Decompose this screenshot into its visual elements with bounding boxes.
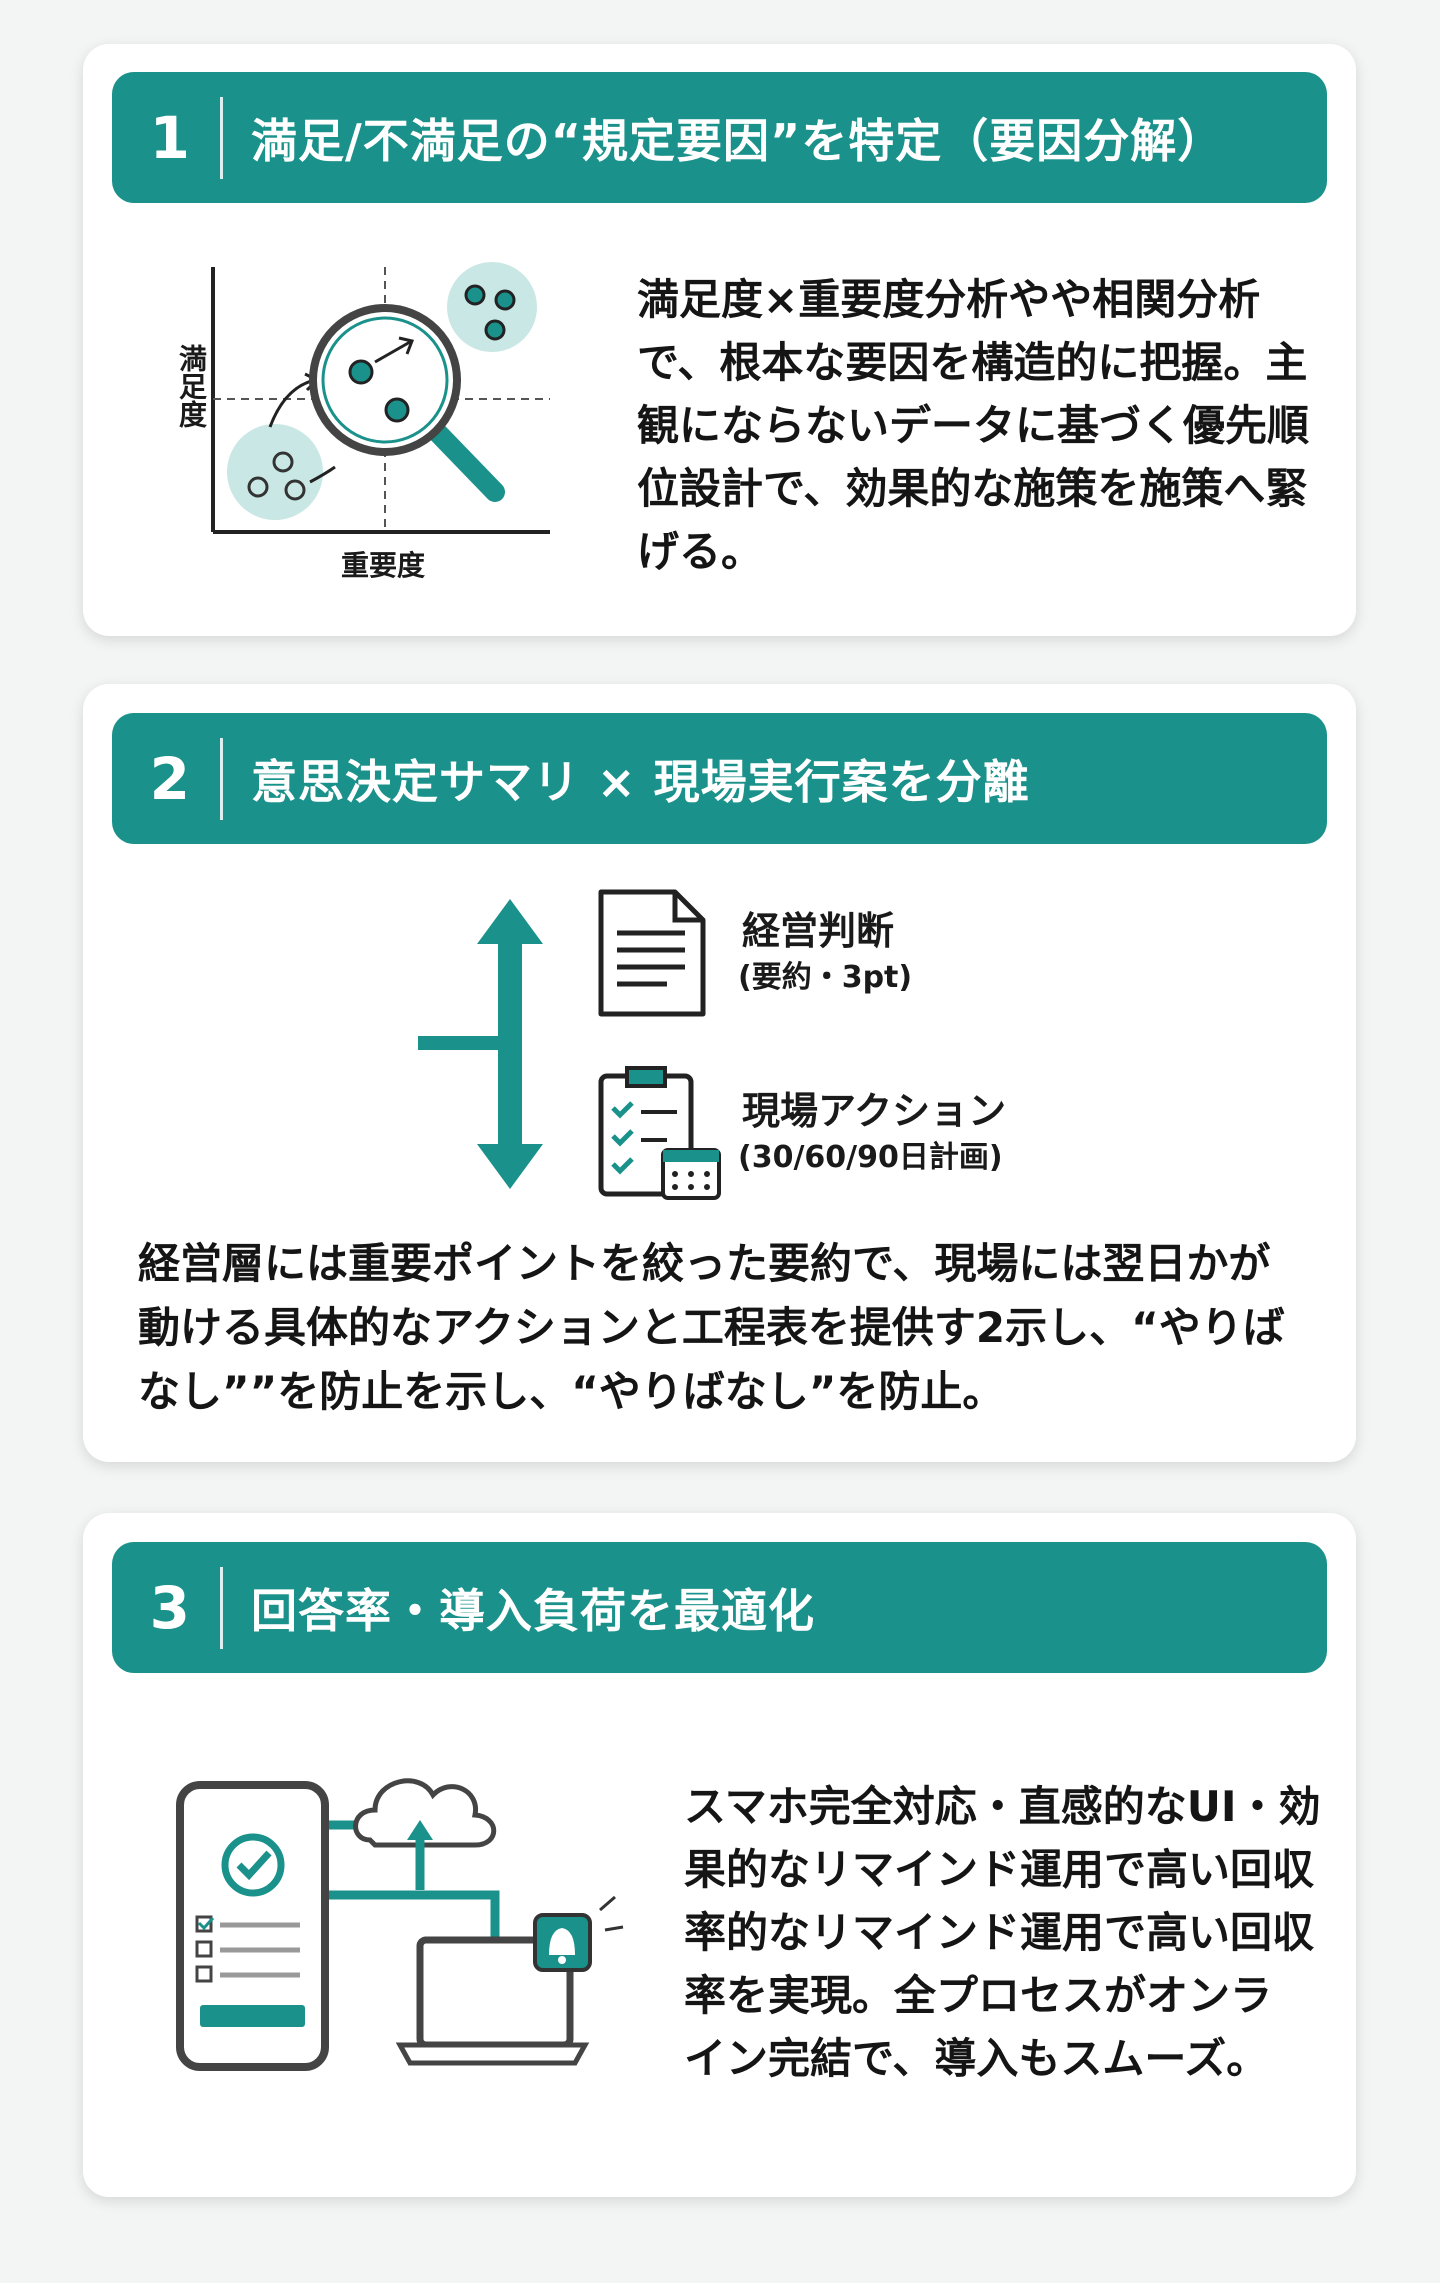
- section-body-3: スマホ完全対応・直感的なUI・効 果的なリマインド運用で高い回収 率的なリマイン…: [684, 1775, 1344, 2090]
- document-icon: [598, 889, 706, 1017]
- section-title: 満足/不満足の“規定要因”を特定（要因分解）: [251, 113, 1225, 168]
- section-number: 3: [149, 1573, 190, 1642]
- section-header-3: 3 回答率・導入負荷を最適化: [112, 1542, 1327, 1673]
- header-divider: [220, 96, 223, 179]
- item-label-field: 現場アクション: [742, 1089, 1007, 1133]
- item-label-executive: 経営判断: [742, 909, 895, 953]
- body-line: 動ける具体的なアクションと工程表を提供す2示し、“やりば: [138, 1303, 1285, 1352]
- section-card-3: 3 回答率・導入負荷を最適化 スマホ完全対応・直感的なUI・効 果的なリマインド…: [83, 1513, 1356, 2197]
- body-line: なし””を防止を示し、“やりばなし”を防止。: [138, 1367, 1005, 1416]
- checklist-calendar-icon: [598, 1066, 721, 1200]
- body-line: 率的なリマインド運用で高い回収: [684, 1908, 1315, 1957]
- section-card-2: 2 意思決定サマリ × 現場実行案を分離 経営判断 (要約・3pt) 現場アクシ…: [83, 684, 1356, 1462]
- body-line: 満足度×重要度分析やや相関分析: [637, 275, 1261, 324]
- item-sub-field: (30/60/90日計画): [738, 1140, 1003, 1175]
- header-divider: [220, 1566, 223, 1649]
- body-line: げる。: [637, 527, 764, 576]
- section-number: 1: [149, 103, 190, 172]
- section-title: 意思決定サマリ × 現場実行案を分離: [251, 754, 1030, 809]
- smartphone-cloud-laptop-icon: [176, 1778, 624, 2071]
- body-line: 経営層には重要ポイントを絞った要約で、現場には翌日かが: [138, 1239, 1271, 1288]
- body-line: 果的なリマインド運用で高い回収: [684, 1845, 1315, 1894]
- section-header-1: 1 満足/不満足の“規定要因”を特定（要因分解）: [112, 72, 1327, 203]
- item-sub-executive: (要約・3pt): [738, 960, 913, 995]
- section-number: 2: [149, 744, 190, 813]
- body-line: 率を実現。全プロセスがオンラ: [684, 1971, 1273, 2020]
- split-arrow-icon: [418, 899, 543, 1189]
- section-card-1: 1 満足/不満足の“規定要因”を特定（要因分解） 満足度 重要度 満足度×重要度…: [83, 44, 1356, 636]
- section-body-1: 満足度×重要度分析やや相関分析 で、根本な要因を構造的に把握。主 観にならないデ…: [637, 268, 1337, 583]
- section-body-2: 経営層には重要ポイントを絞った要約で、現場には翌日かが 動ける具体的なアクション…: [138, 1232, 1318, 1424]
- body-line: 観にならないデータに基づく優先順: [637, 401, 1310, 450]
- section-title: 回答率・導入負荷を最適化: [251, 1583, 815, 1638]
- magnifier-scatter-icon: [211, 262, 550, 534]
- y-axis-label: 満足度: [175, 344, 208, 428]
- body-line: イン完結で、導入もスムーズ。: [684, 2034, 1269, 2083]
- body-line: で、根本な要因を構造的に把握。主: [637, 338, 1308, 387]
- header-divider: [220, 737, 223, 820]
- body-line: 位設計で、効果的な施策を施策へ緊: [637, 464, 1308, 513]
- x-axis-label: 重要度: [341, 549, 426, 582]
- section-header-2: 2 意思決定サマリ × 現場実行案を分離: [112, 713, 1327, 844]
- body-line: スマホ完全対応・直感的なUI・効: [684, 1782, 1321, 1831]
